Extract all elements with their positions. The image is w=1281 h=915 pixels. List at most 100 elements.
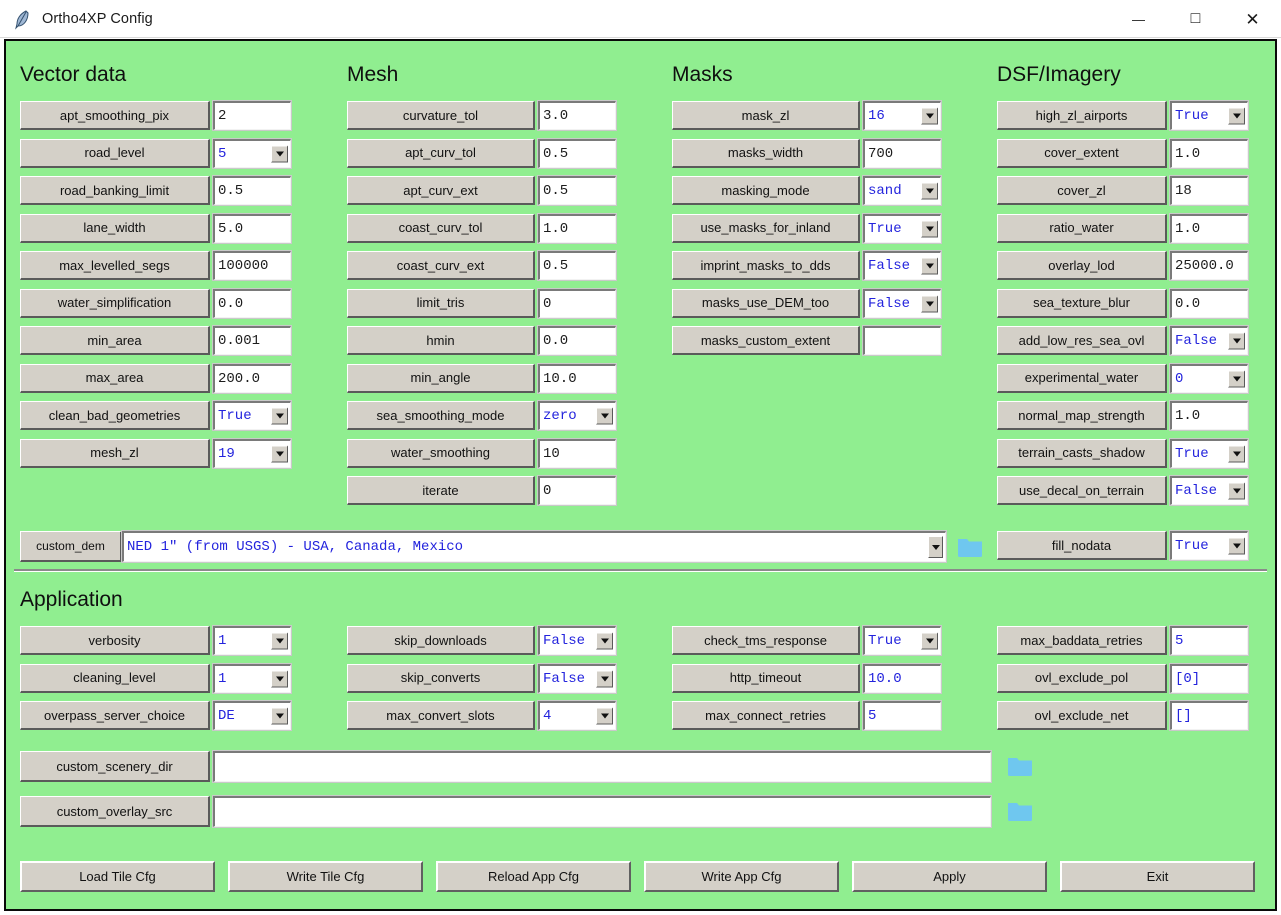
max-connect-retries-input[interactable]: 5 [862,700,942,731]
max-area-input[interactable]: 200.0 [212,362,292,394]
experimental-water-combobox[interactable]: 0 [1169,362,1249,394]
chevron-down-icon[interactable] [596,632,613,650]
ratio-water-label-button[interactable]: ratio_water [997,213,1167,243]
chevron-down-icon[interactable] [921,632,938,650]
road-level-combobox[interactable]: 5 [212,137,292,169]
write-tile-cfg-button[interactable]: Write Tile Cfg [228,861,423,892]
max-convert-slots-combobox[interactable]: 4 [537,700,617,731]
add-low-res-sea-ovl-combobox[interactable]: False [1169,325,1249,356]
fill-nodata-label-button[interactable]: fill_nodata [997,531,1167,560]
http-timeout-label-button[interactable]: http_timeout [672,663,860,693]
clean-bad-geometries-combobox[interactable]: True [212,400,292,431]
chevron-down-icon[interactable] [921,107,938,125]
chevron-down-icon[interactable] [921,220,938,237]
skip-converts-label-button[interactable]: skip_converts [347,663,535,693]
chevron-down-icon[interactable] [1228,370,1245,387]
custom-dem-label-button[interactable]: custom_dem [20,531,122,562]
custom-overlay-src-browse-button[interactable] [1006,799,1034,823]
use-masks-for-inland-label-button[interactable]: use_masks_for_inland [672,213,860,243]
custom-scenery-dir-browse-button[interactable] [1006,754,1034,778]
custom-scenery-dir-label-button[interactable]: custom_scenery_dir [20,751,210,782]
chevron-down-icon[interactable] [921,257,938,275]
chevron-down-icon[interactable] [596,407,613,425]
water-smoothing-label-button[interactable]: water_smoothing [347,438,535,468]
maximize-button[interactable]: □ [1167,0,1224,38]
apt-curv-tol-input[interactable]: 0.5 [537,137,617,169]
limit-tris-input[interactable]: 0 [537,287,617,319]
max-convert-slots-label-button[interactable]: max_convert_slots [347,701,535,730]
apt-curv-ext-input[interactable]: 0.5 [537,175,617,206]
cleaning-level-combobox[interactable]: 1 [212,662,292,694]
road-banking-limit-input[interactable]: 0.5 [212,175,292,206]
ovl-exclude-net-label-button[interactable]: ovl_exclude_net [997,701,1167,730]
max-area-label-button[interactable]: max_area [20,363,210,393]
minimize-button[interactable]: — [1110,0,1167,38]
coast-curv-ext-input[interactable]: 0.5 [537,250,617,281]
lane-width-label-button[interactable]: lane_width [20,213,210,243]
masking-mode-label-button[interactable]: masking_mode [672,176,860,205]
chevron-down-icon[interactable] [271,670,288,687]
custom-scenery-dir-input[interactable] [212,750,992,783]
road-banking-limit-label-button[interactable]: road_banking_limit [20,176,210,205]
mask-zl-combobox[interactable]: 16 [862,100,942,131]
chevron-down-icon[interactable] [928,536,943,558]
cover-extent-label-button[interactable]: cover_extent [997,138,1167,168]
overpass-server-choice-label-button[interactable]: overpass_server_choice [20,701,210,730]
chevron-down-icon[interactable] [271,407,288,425]
max-baddata-retries-label-button[interactable]: max_baddata_retries [997,626,1167,655]
chevron-down-icon[interactable] [271,707,288,725]
mesh-zl-combobox[interactable]: 19 [212,437,292,469]
custom-overlay-src-label-button[interactable]: custom_overlay_src [20,796,210,827]
max-baddata-retries-input[interactable]: 5 [1169,625,1249,656]
apt-curv-tol-label-button[interactable]: apt_curv_tol [347,138,535,168]
use-decal-on-terrain-combobox[interactable]: False [1169,475,1249,506]
min-area-input[interactable]: 0.001 [212,325,292,356]
min-angle-label-button[interactable]: min_angle [347,363,535,393]
cover-zl-input[interactable]: 18 [1169,175,1249,206]
http-timeout-input[interactable]: 10.0 [862,662,942,694]
apt-smoothing-pix-input[interactable]: 2 [212,100,292,131]
chevron-down-icon[interactable] [1228,107,1245,125]
min-area-label-button[interactable]: min_area [20,326,210,355]
water-smoothing-input[interactable]: 10 [537,437,617,469]
masks-use-DEM-too-label-button[interactable]: masks_use_DEM_too [672,288,860,318]
normal-map-strength-input[interactable]: 1.0 [1169,400,1249,431]
high-zl-airports-label-button[interactable]: high_zl_airports [997,101,1167,130]
hmin-label-button[interactable]: hmin [347,326,535,355]
chevron-down-icon[interactable] [1228,537,1245,555]
masks-width-input[interactable]: 700 [862,137,942,169]
chevron-down-icon[interactable] [921,182,938,200]
use-masks-for-inland-combobox[interactable]: True [862,212,942,244]
curvature-tol-input[interactable]: 3.0 [537,100,617,131]
cover-zl-label-button[interactable]: cover_zl [997,176,1167,205]
sea-smoothing-mode-label-button[interactable]: sea_smoothing_mode [347,401,535,430]
coast-curv-tol-input[interactable]: 1.0 [537,212,617,244]
sea-texture-blur-label-button[interactable]: sea_texture_blur [997,288,1167,318]
imprint-masks-to-dds-combobox[interactable]: False [862,250,942,281]
masks-width-label-button[interactable]: masks_width [672,138,860,168]
chevron-down-icon[interactable] [596,707,613,725]
load-tile-cfg-button[interactable]: Load Tile Cfg [20,861,215,892]
chevron-down-icon[interactable] [596,670,613,687]
water-simplification-label-button[interactable]: water_simplification [20,288,210,318]
coast-curv-tol-label-button[interactable]: coast_curv_tol [347,213,535,243]
apply-button[interactable]: Apply [852,861,1047,892]
skip-converts-combobox[interactable]: False [537,662,617,694]
chevron-down-icon[interactable] [1228,482,1245,500]
curvature-tol-label-button[interactable]: curvature_tol [347,101,535,130]
terrain-casts-shadow-combobox[interactable]: True [1169,437,1249,469]
chevron-down-icon[interactable] [1228,332,1245,350]
mask-zl-label-button[interactable]: mask_zl [672,101,860,130]
check-tms-response-label-button[interactable]: check_tms_response [672,626,860,655]
road-level-label-button[interactable]: road_level [20,138,210,168]
overlay-lod-input[interactable]: 25000.0 [1169,250,1249,281]
close-button[interactable]: ✕ [1224,0,1281,38]
ratio-water-input[interactable]: 1.0 [1169,212,1249,244]
chevron-down-icon[interactable] [1228,445,1245,462]
write-app-cfg-button[interactable]: Write App Cfg [644,861,839,892]
verbosity-combobox[interactable]: 1 [212,625,292,656]
iterate-label-button[interactable]: iterate [347,476,535,505]
experimental-water-label-button[interactable]: experimental_water [997,363,1167,393]
mesh-zl-label-button[interactable]: mesh_zl [20,438,210,468]
ovl-exclude-pol-input[interactable]: [0] [1169,662,1249,694]
